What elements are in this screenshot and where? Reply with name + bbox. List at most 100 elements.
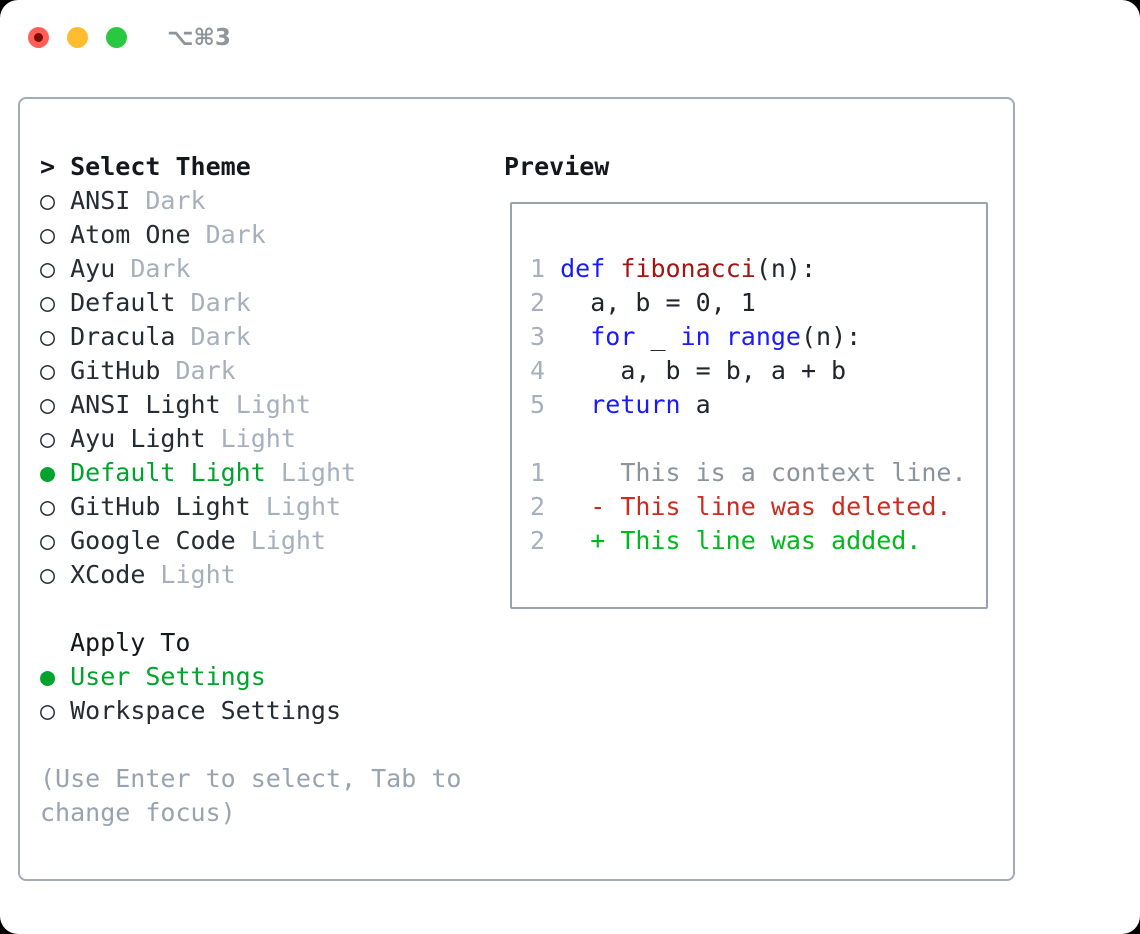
line-number: 1 [530, 254, 546, 283]
apply-option-label: User Settings [55, 662, 266, 691]
radio-icon: ○ [40, 322, 56, 351]
code-token-function: fibonacci [620, 254, 756, 283]
theme-option-default-light[interactable]: ● Default Light Light [40, 456, 356, 490]
theme-variant: Light [205, 424, 296, 453]
code-token-plain [560, 390, 590, 419]
radio-icon: ○ [40, 526, 56, 555]
theme-name: GitHub [55, 356, 161, 385]
code-sep [545, 356, 560, 385]
minimize-button[interactable] [67, 27, 88, 48]
apply-to-section: Apply To ● User Settings○ Workspace Sett… [40, 626, 341, 728]
theme-option-default[interactable]: ○ Default Dark [40, 286, 356, 320]
theme-variant: Dark [175, 322, 251, 351]
theme-option-xcode[interactable]: ○ XCode Light [40, 558, 356, 592]
theme-name: Default [55, 288, 176, 317]
code-token-plain: a, b = b, a + b [560, 356, 847, 385]
theme-picker-title: Select Theme [70, 152, 251, 181]
radio-icon: ○ [40, 254, 56, 283]
close-button[interactable] [28, 27, 49, 48]
code-sep [545, 322, 560, 351]
theme-option-ansi[interactable]: ○ ANSI Dark [40, 184, 356, 218]
preview-title: Preview [504, 152, 610, 181]
line-number: 2 [530, 526, 546, 555]
code-token-keyword: for [590, 322, 636, 351]
theme-name: ANSI [55, 186, 131, 215]
code-line: 3 for _ in range(n): [530, 320, 967, 354]
line-number: 2 [530, 288, 546, 317]
code-token-plain [605, 254, 620, 283]
theme-name: Ayu [55, 254, 116, 283]
diff-text-deleted: - This line was deleted. [545, 492, 952, 521]
code-token-keyword: range [725, 322, 801, 351]
line-number: 4 [530, 356, 546, 385]
theme-name: Atom One [55, 220, 191, 249]
code-token-plain: (n): [755, 254, 817, 283]
line-number: 3 [530, 322, 546, 351]
diff-text-context: This is a context line. [545, 458, 967, 487]
theme-variant: Light [235, 526, 326, 555]
theme-option-dracula[interactable]: ○ Dracula Dark [40, 320, 356, 354]
line-number: 1 [530, 458, 546, 487]
code-line: 1 def fibonacci(n): [530, 252, 967, 286]
tui-panel: > Select Theme ○ ANSI Dark○ Atom One Dar… [18, 97, 1015, 881]
theme-name: XCode [55, 560, 146, 589]
theme-option-google-code[interactable]: ○ Google Code Light [40, 524, 356, 558]
apply-option-user-settings[interactable]: ● User Settings [40, 660, 341, 694]
theme-variant: Dark [130, 186, 206, 215]
theme-option-ayu-light[interactable]: ○ Ayu Light Light [40, 422, 356, 456]
close-dot-icon [34, 33, 43, 42]
theme-option-ansi-light[interactable]: ○ ANSI Light Light [40, 388, 356, 422]
code-token-plain: (n): [800, 322, 862, 351]
theme-variant: Dark [160, 356, 236, 385]
apply-option-label: Workspace Settings [55, 696, 342, 725]
code-line: 5 return a [530, 388, 967, 422]
focus-caret-icon: > [40, 152, 56, 181]
theme-variant: Light [265, 458, 357, 487]
code-token-plain [711, 322, 726, 351]
theme-option-ayu[interactable]: ○ Ayu Dark [40, 252, 356, 286]
radio-icon: ○ [40, 220, 56, 249]
theme-name: Google Code [55, 526, 236, 555]
code-line: 4 a, b = b, a + b [530, 354, 967, 388]
theme-variant: Light [220, 390, 311, 419]
radio-icon: ○ [40, 560, 56, 589]
code-sep [545, 390, 560, 419]
diff-sample: 1 This is a context line. 2 - This line w… [530, 456, 967, 558]
theme-variant: Light [145, 560, 236, 589]
tab-shortcut-label: ⌥⌘3 [167, 25, 231, 51]
apply-option-workspace-settings[interactable]: ○ Workspace Settings [40, 694, 341, 728]
zoom-button[interactable] [106, 27, 127, 48]
radio-icon: ○ [40, 356, 56, 385]
title-bar: ⌥⌘3 [0, 0, 1140, 70]
radio-icon: ○ [40, 696, 56, 725]
diff-line-added: 2 + This line was added. [530, 524, 967, 558]
code-line: 2 a, b = 0, 1 [530, 286, 967, 320]
diff-text-added: + This line was added. [545, 526, 922, 555]
theme-picker-header: > Select Theme [40, 150, 356, 184]
apply-to-header: Apply To [70, 628, 191, 657]
code-token-plain: _ [635, 322, 681, 351]
code-sep [545, 288, 560, 317]
radio-icon: ○ [40, 492, 56, 521]
theme-option-github-light[interactable]: ○ GitHub Light Light [40, 490, 356, 524]
theme-name: Default Light [55, 458, 266, 487]
code-token-keyword: def [560, 254, 606, 283]
code-sep [545, 254, 560, 283]
radio-icon: ○ [40, 186, 56, 215]
theme-variant: Dark [190, 220, 266, 249]
code-token-keyword: in [680, 322, 711, 351]
theme-option-atom-one[interactable]: ○ Atom One Dark [40, 218, 356, 252]
code-token-plain: a, b = 0, 1 [560, 288, 756, 317]
line-number: 5 [530, 390, 546, 419]
radio-icon: ○ [40, 288, 56, 317]
diff-line-deleted: 2 - This line was deleted. [530, 490, 967, 524]
theme-name: GitHub Light [55, 492, 251, 521]
theme-option-github[interactable]: ○ GitHub Dark [40, 354, 356, 388]
line-number: 2 [530, 492, 546, 521]
keyboard-hint: (Use Enter to select, Tab to change focu… [40, 764, 462, 827]
code-token-keyword: return [590, 390, 681, 419]
radio-selected-icon: ● [40, 662, 56, 691]
